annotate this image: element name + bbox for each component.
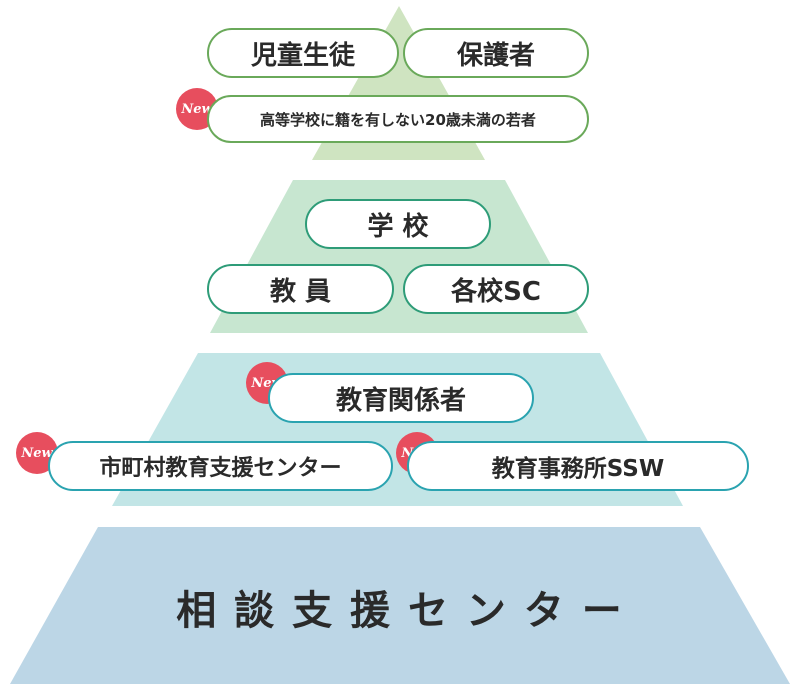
- teachers-pill: 教 員: [207, 264, 394, 314]
- school-pill: 学 校: [305, 199, 491, 249]
- students-pill: 児童生徒: [207, 28, 399, 78]
- guardians-pill: 保護者: [403, 28, 589, 78]
- school-counselor-pill: 各校SC: [403, 264, 589, 314]
- youth-pill: 高等学校に籍を有しない20歳未満の若者: [207, 95, 589, 143]
- education-officials-pill: 教育関係者: [268, 373, 534, 423]
- ssw-pill: 教育事務所SSW: [407, 441, 749, 491]
- tier4-trapezoid: [10, 527, 790, 684]
- consultation-support-center-label: 相 談 支 援 セ ン タ ー: [176, 588, 624, 634]
- municipal-support-center-pill: 市町村教育支援センター: [48, 441, 393, 491]
